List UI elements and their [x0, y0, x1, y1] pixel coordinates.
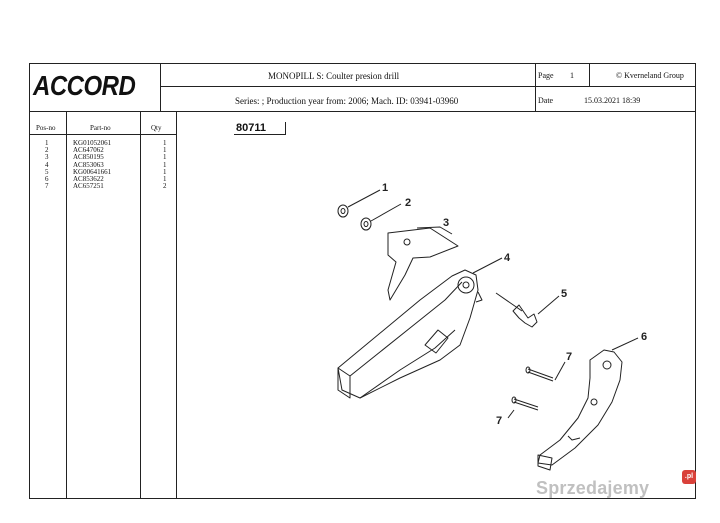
- table-cell-qty: 1: [163, 167, 167, 176]
- table-header-line: [30, 134, 176, 135]
- table-cell-part: AC657251: [73, 182, 104, 191]
- callout-6: 6: [641, 331, 647, 343]
- table-cell-pos: 4: [45, 160, 49, 169]
- leader-lines: [347, 189, 639, 419]
- document-title: MONOPILL S: Coulter presion drill: [268, 71, 400, 81]
- column-header-part: Part-no: [90, 124, 111, 132]
- callout-1: 1: [382, 182, 388, 194]
- parts-sheet: ACCORD MONOPILL S: Coulter presion drill…: [29, 63, 696, 499]
- table-col-divider-1: [66, 112, 67, 498]
- watermark-badge: .pl: [682, 470, 696, 484]
- part-column: KG01052061 AC647062 AC850195 AC853063 KG…: [73, 139, 112, 191]
- table-cell-part: AC853622: [73, 174, 104, 183]
- table-cell-pos: 3: [45, 153, 49, 162]
- column-header-qty: Qty: [151, 124, 162, 132]
- table-cell-qty: 1: [163, 174, 167, 183]
- drawing-code-underline: [234, 134, 286, 135]
- table-col-divider-3: [176, 112, 177, 498]
- table-cell-pos: 2: [45, 146, 49, 155]
- coulter-tip-part: [537, 349, 623, 471]
- washer-part: [360, 217, 372, 231]
- qty-column: 1 1 1 1 1 1 2: [163, 139, 167, 191]
- page-number: 1: [570, 71, 574, 80]
- document-subtitle: Series: ; Production year from: 2006; Ma…: [235, 96, 459, 106]
- table-cell-pos: 6: [45, 174, 49, 183]
- table-cell-qty: 1: [163, 160, 167, 169]
- callout-7: 7: [496, 415, 502, 427]
- table-cell-pos: 1: [45, 139, 49, 147]
- header-logo-divider: [160, 64, 161, 111]
- column-header-pos: Pos-no: [36, 124, 56, 132]
- table-cell-qty: 1: [163, 153, 167, 162]
- pin-part: [511, 396, 539, 411]
- coulter-arm-part: [337, 269, 483, 399]
- callout-3: 3: [443, 217, 449, 229]
- table-cell-part: KG00641661: [73, 167, 112, 176]
- header-copyright-divider: [589, 64, 590, 86]
- callout-4: 4: [504, 252, 511, 264]
- table-cell-part: KG01052061: [73, 139, 112, 147]
- callout-7: 7: [566, 351, 572, 363]
- table-cell-pos: 7: [45, 182, 49, 191]
- callout-5: 5: [561, 288, 567, 300]
- table-cell-pos: 5: [45, 167, 49, 176]
- nut-part: [337, 204, 349, 218]
- table-cell-part: AC647062: [73, 146, 104, 155]
- scraper-plate-part: [387, 227, 459, 301]
- drawing-code-tick: [285, 122, 286, 135]
- header-divider: [160, 86, 695, 87]
- date-value: 15.03.2021 18:39: [584, 96, 641, 105]
- watermark-text: Sprzedajemy: [536, 478, 650, 498]
- bolt-part: [495, 292, 538, 328]
- brand-logo: ACCORD: [33, 71, 136, 103]
- table-cell-part: AC850195: [73, 153, 104, 162]
- header-bottom-line: [30, 111, 695, 112]
- header-meta-divider: [535, 64, 536, 111]
- date-label: Date: [538, 96, 554, 105]
- drawing-code: 80711: [236, 122, 266, 134]
- copyright-text: © Kverneland Group: [616, 71, 684, 80]
- callout-2: 2: [405, 197, 411, 209]
- table-cell-qty: 2: [163, 182, 167, 191]
- table-cell-part: AC853063: [73, 160, 104, 169]
- pin-part: [525, 366, 554, 382]
- table-cell-qty: 1: [163, 139, 167, 147]
- pos-column: 1 2 3 4 5 6 7: [45, 139, 49, 191]
- table-col-divider-2: [140, 112, 141, 498]
- table-cell-qty: 1: [163, 146, 167, 155]
- page-label: Page: [538, 71, 554, 80]
